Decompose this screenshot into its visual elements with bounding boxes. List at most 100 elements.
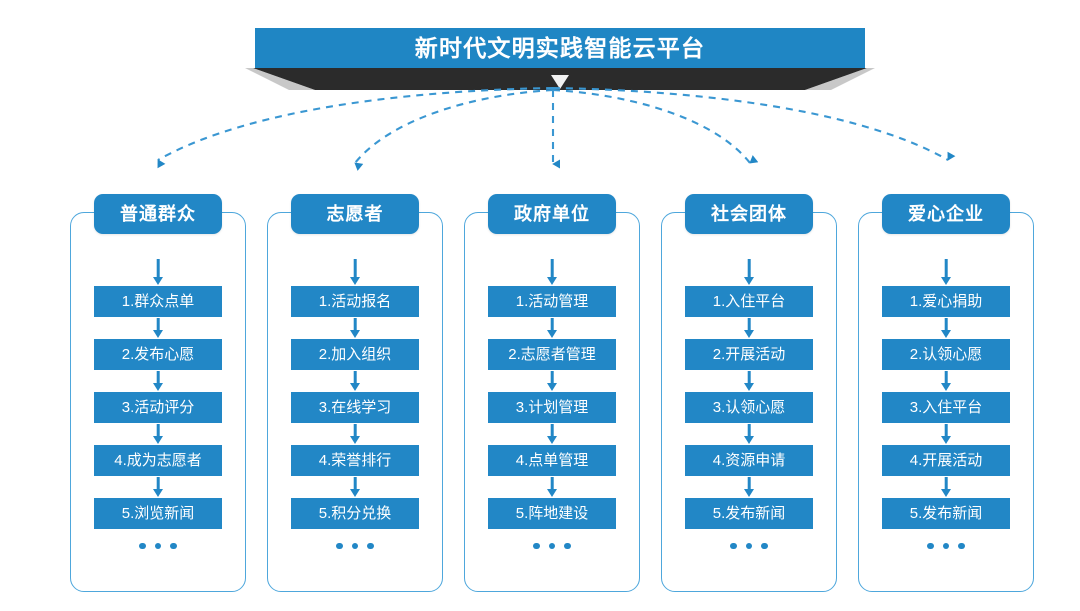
flow-step-label: 1.群众点单 (121, 293, 195, 310)
platform-banner-bar: 新时代文明实践智能云平台 (255, 28, 865, 69)
ellipsis-dot (730, 542, 737, 550)
down-arrow-icon (291, 258, 419, 286)
flow-step-label: 5.积分兑换 (318, 505, 392, 522)
ellipsis-dot (351, 542, 359, 550)
flow-step-label: 5.发布新闻 (712, 505, 786, 522)
ellipsis-dot (170, 542, 177, 550)
flow-step[interactable]: 1.活动管理 (488, 286, 616, 317)
flow-step[interactable]: 4.开展活动 (882, 445, 1010, 476)
down-arrow-icon (94, 476, 222, 498)
flow-step[interactable]: 1.活动报名 (291, 286, 419, 317)
flow-step-label: 3.在线学习 (318, 399, 392, 416)
column-item-list: 1.活动报名 2.加入组织 3.在线学习 4.荣誉排行 5.积分兑换 (267, 258, 443, 563)
column-header-badge[interactable]: 社会团体 (685, 194, 813, 234)
column-item-list: 1.爱心捐助 2.认领心愿 3.入住平台 4.开展活动 5.发布新闻 (858, 258, 1034, 563)
flow-step[interactable]: 3.认领心愿 (685, 392, 813, 423)
flow-step-label: 4.开展活动 (909, 452, 983, 469)
down-arrow-icon (94, 370, 222, 392)
ellipsis-more-icon (882, 529, 1010, 563)
column-2[interactable]: 志愿者 1.活动报名 2.加入组织 3.在线学习 4.荣誉排行 5.积分兑换 (267, 194, 443, 592)
flow-step[interactable]: 3.在线学习 (291, 392, 419, 423)
ellipsis-more-icon (685, 529, 813, 563)
down-arrow-icon (488, 258, 616, 286)
flow-step[interactable]: 5.发布新闻 (882, 498, 1010, 529)
down-arrow-icon (488, 370, 616, 392)
column-header-badge[interactable]: 爱心企业 (882, 194, 1010, 234)
down-arrow-icon (685, 423, 813, 445)
ellipsis-more-icon (488, 529, 616, 563)
down-arrow-icon (882, 258, 1010, 286)
down-arrow-icon (488, 423, 616, 445)
flow-step[interactable]: 3.活动评分 (94, 392, 222, 423)
flow-step-label: 5.发布新闻 (909, 505, 983, 522)
ellipsis-dot (367, 542, 374, 550)
down-arrow-icon (94, 423, 222, 445)
flow-step[interactable]: 4.荣誉排行 (291, 445, 419, 476)
down-arrow-icon (291, 476, 419, 498)
down-arrow-icon (882, 476, 1010, 498)
flow-step-label: 3.入住平台 (909, 399, 983, 416)
flow-step-label: 3.认领心愿 (712, 399, 786, 416)
flow-step-label: 3.活动评分 (121, 399, 195, 416)
flow-step[interactable]: 5.积分兑换 (291, 498, 419, 529)
column-title: 政府单位 (514, 204, 590, 224)
ellipsis-dot (958, 542, 965, 550)
down-arrow-icon (291, 370, 419, 392)
flow-step[interactable]: 2.认领心愿 (882, 339, 1010, 370)
flow-step[interactable]: 1.爱心捐助 (882, 286, 1010, 317)
column-header-badge[interactable]: 志愿者 (291, 194, 419, 234)
flow-step-label: 4.荣誉排行 (318, 452, 392, 469)
flow-step[interactable]: 2.开展活动 (685, 339, 813, 370)
ellipsis-dot (533, 542, 540, 550)
ellipsis-more-icon (291, 529, 419, 563)
flow-step[interactable]: 4.资源申请 (685, 445, 813, 476)
flow-step[interactable]: 2.加入组织 (291, 339, 419, 370)
flow-step-label: 5.浏览新闻 (121, 505, 195, 522)
platform-banner: 新时代文明实践智能云平台 (245, 28, 875, 90)
ellipsis-dot (548, 542, 556, 550)
column-header-badge[interactable]: 政府单位 (488, 194, 616, 234)
column-3[interactable]: 政府单位 1.活动管理 2.志愿者管理 3.计划管理 4.点单管理 5.阵地建设 (464, 194, 640, 592)
flow-step[interactable]: 5.阵地建设 (488, 498, 616, 529)
flow-step[interactable]: 2.志愿者管理 (488, 339, 616, 370)
flow-step[interactable]: 1.入住平台 (685, 286, 813, 317)
column-1[interactable]: 普通群众 1.群众点单 2.发布心愿 3.活动评分 4.成为志愿者 5.浏览新闻 (70, 194, 246, 592)
down-arrow-icon (685, 476, 813, 498)
column-item-list: 1.群众点单 2.发布心愿 3.活动评分 4.成为志愿者 5.浏览新闻 (70, 258, 246, 563)
flow-step[interactable]: 5.发布新闻 (685, 498, 813, 529)
link-to-column-4 (552, 88, 759, 164)
flow-step[interactable]: 1.群众点单 (94, 286, 222, 317)
column-5[interactable]: 爱心企业 1.爱心捐助 2.认领心愿 3.入住平台 4.开展活动 5.发布新闻 (858, 194, 1034, 592)
down-arrow-icon (685, 370, 813, 392)
down-arrow-icon (882, 317, 1010, 339)
ellipsis-dot (154, 542, 162, 550)
flow-step[interactable]: 4.成为志愿者 (94, 445, 222, 476)
flow-step-label: 3.计划管理 (515, 399, 589, 416)
down-arrow-icon (488, 476, 616, 498)
ellipsis-dot (745, 542, 753, 550)
flow-step[interactable]: 3.计划管理 (488, 392, 616, 423)
flow-step-label: 2.开展活动 (712, 346, 786, 363)
down-arrow-icon (488, 317, 616, 339)
flow-step[interactable]: 2.发布心愿 (94, 339, 222, 370)
flow-step-label: 4.资源申请 (712, 452, 786, 469)
column-header-badge[interactable]: 普通群众 (94, 194, 222, 234)
ellipsis-dot (139, 542, 146, 550)
down-arrow-icon (291, 423, 419, 445)
down-arrow-icon (94, 258, 222, 286)
down-arrow-icon (291, 317, 419, 339)
ellipsis-more-icon (94, 529, 222, 563)
down-arrow-icon (685, 317, 813, 339)
flow-step-label: 5.阵地建设 (515, 505, 589, 522)
flow-step-label: 1.活动报名 (318, 293, 392, 310)
flow-step-label: 1.入住平台 (712, 293, 786, 310)
column-title: 普通群众 (120, 204, 196, 224)
flow-step[interactable]: 4.点单管理 (488, 445, 616, 476)
flow-step-label: 1.活动管理 (515, 293, 589, 310)
flow-step[interactable]: 5.浏览新闻 (94, 498, 222, 529)
column-4[interactable]: 社会团体 1.入住平台 2.开展活动 3.认领心愿 4.资源申请 5.发布新闻 (661, 194, 837, 592)
ellipsis-dot (564, 542, 571, 550)
column-title: 爱心企业 (908, 204, 984, 224)
flow-step[interactable]: 3.入住平台 (882, 392, 1010, 423)
